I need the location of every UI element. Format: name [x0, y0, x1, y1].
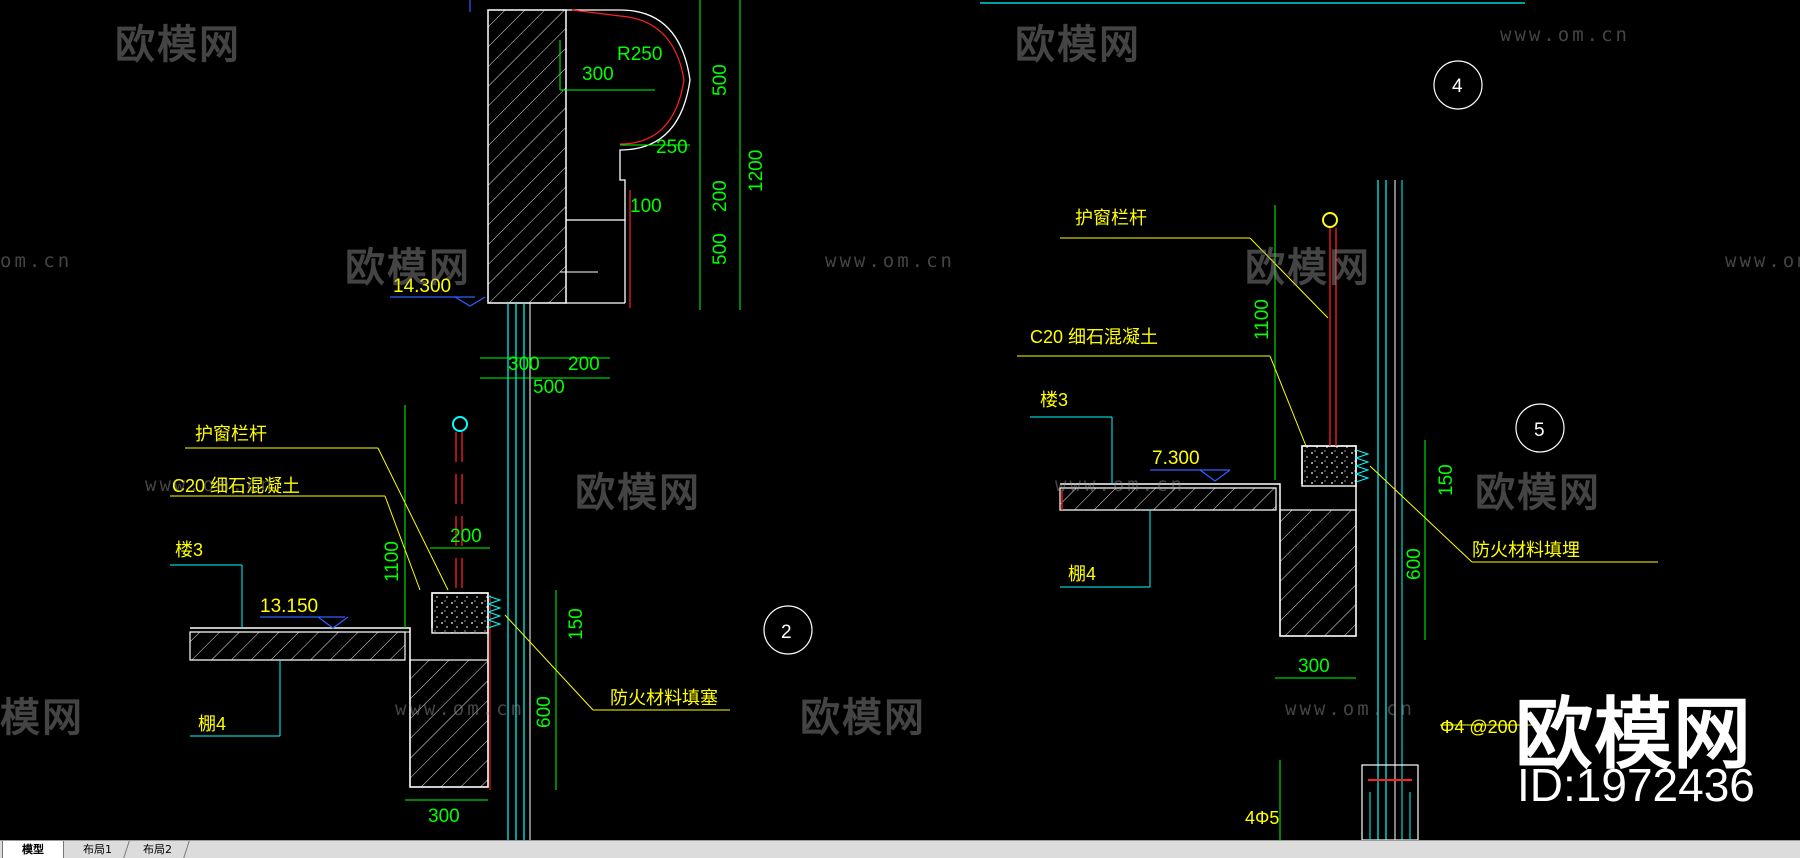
left-slab-detail [170, 405, 813, 801]
tab-layout-1[interactable]: 布局1 [65, 841, 130, 858]
tab-layout-2[interactable]: 布局2 [125, 841, 190, 858]
dim-base-200: 200 [568, 354, 600, 375]
dim-top-500b: 500 [710, 233, 731, 265]
elev-right: 7.300 [1152, 448, 1200, 469]
tab-layout-2-label: 布局2 [142, 843, 172, 856]
dim-left-1100: 1100 [382, 541, 403, 582]
elev-top: 14.300 [393, 276, 451, 297]
rebar-count-label: 4Φ5 [1245, 808, 1279, 828]
top-sill-detail [390, 0, 741, 840]
ceiling-label-right: 棚4 [1068, 564, 1096, 584]
fire-fill-label-left: 防火材料填塞 [610, 688, 718, 708]
fire-fill-label-right: 防火材料填埋 [1472, 540, 1580, 560]
floor-label-right: 楼3 [1040, 390, 1068, 410]
dim-top-1200: 1200 [746, 150, 767, 192]
dim-base-300: 300 [508, 354, 540, 375]
dim-left-600: 600 [534, 696, 555, 728]
tab-layout-1-label: 布局1 [82, 843, 112, 856]
floor-label-left: 楼3 [175, 540, 203, 560]
rebar-spacing-label: Φ4 @200 [1440, 717, 1518, 737]
dim-right-1100: 1100 [1252, 299, 1273, 340]
brand-logo-text: 欧模网 [1515, 690, 1753, 780]
right-slab-detail [980, 2, 1658, 840]
dim-right-300: 300 [1298, 656, 1330, 677]
elev-left: 13.150 [260, 596, 318, 617]
guardrail-label-right: 护窗栏杆 [1075, 208, 1147, 228]
dim-r250: R250 [617, 44, 662, 65]
dim-base-500: 500 [533, 377, 565, 398]
dim-top-100: 100 [630, 196, 662, 217]
brand-id-text: ID:1972436 [1517, 759, 1755, 811]
dim-top-500a: 500 [710, 64, 731, 96]
detail-marker-2: 2 [781, 622, 792, 643]
dim-left-300: 300 [428, 806, 460, 827]
concrete-label-right: C20 细石混凝土 [1030, 327, 1158, 347]
dim-top-200: 200 [710, 180, 731, 212]
guardrail-label-left: 护窗栏杆 [195, 424, 267, 444]
dim-right-600: 600 [1404, 548, 1425, 580]
dim-right-150: 150 [1436, 464, 1457, 496]
ceiling-label-left: 棚4 [198, 714, 226, 734]
cad-drawing-canvas[interactable]: R250 300 250 100 200 500 1200 500 300 20… [0, 0, 1800, 840]
detail-marker-4: 4 [1452, 76, 1463, 97]
layout-tab-bar: 模型 布局1 布局2 [0, 840, 1800, 858]
dim-top-250: 250 [656, 137, 688, 158]
concrete-label-left: C20 细石混凝土 [172, 476, 300, 496]
dim-top-300: 300 [582, 64, 614, 85]
tab-model[interactable]: 模型 [2, 841, 64, 858]
dim-left-200: 200 [450, 526, 482, 547]
dim-left-150: 150 [566, 608, 587, 640]
detail-marker-5: 5 [1534, 420, 1545, 441]
